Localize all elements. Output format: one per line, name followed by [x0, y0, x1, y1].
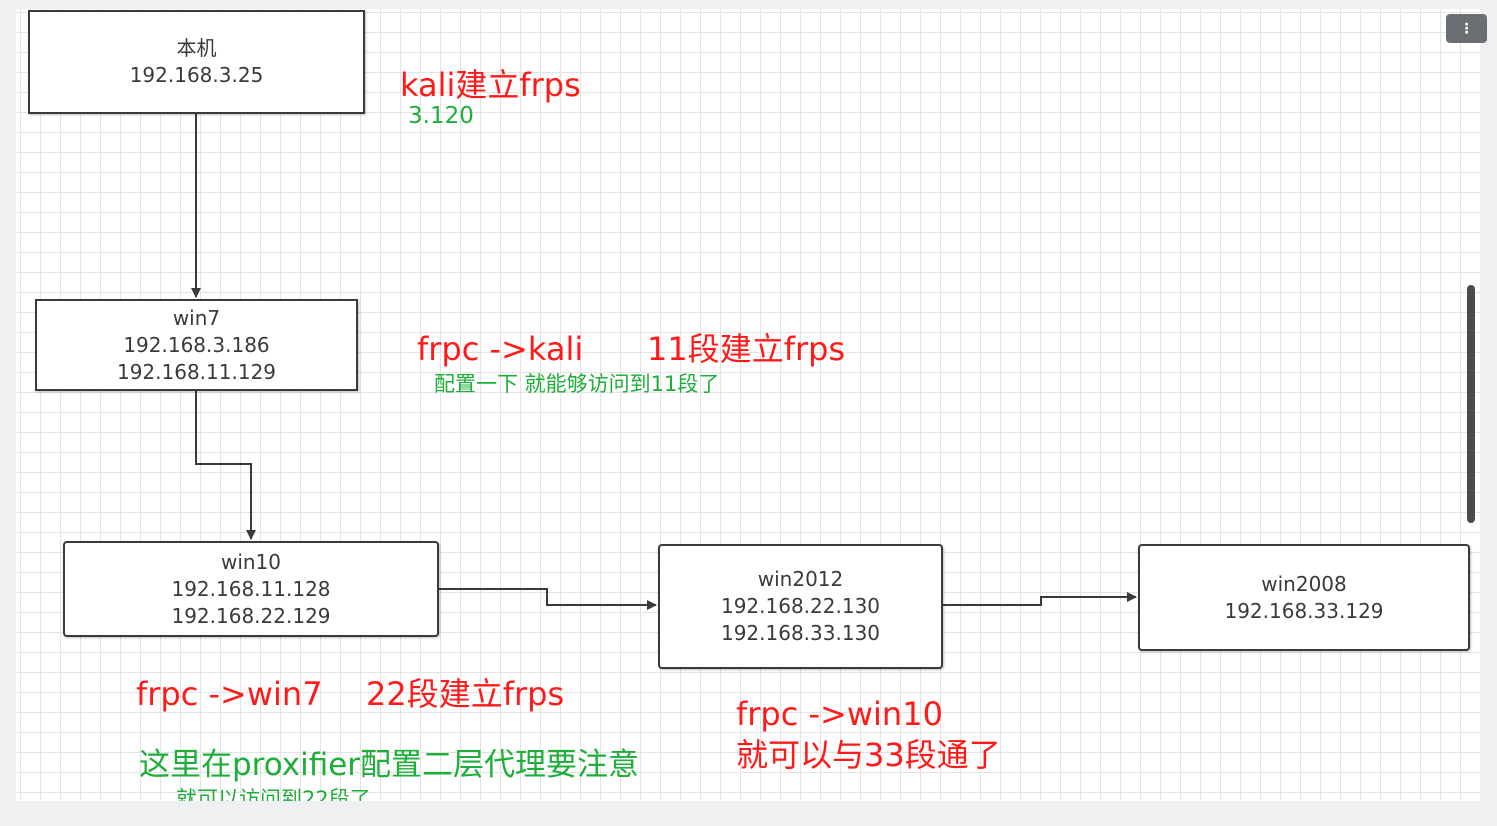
node-win10-ip-2: 192.168.22.129 [171, 603, 331, 628]
node-local-host-ip: 192.168.3.25 [129, 63, 264, 87]
note-frpc-win10: frpc ->win10 [736, 695, 943, 733]
node-win2008-name: win2008 [1261, 571, 1347, 596]
node-win10[interactable]: win10 192.168.11.128 192.168.22.129 [63, 541, 439, 637]
note-access-22: 就可以访问到22段了 [176, 787, 371, 801]
vertical-scrollbar[interactable] [1467, 285, 1475, 523]
more-vertical-icon: ⋮ [1459, 20, 1474, 37]
note-frpc-kali: frpc ->kali [417, 330, 584, 368]
node-win2012[interactable]: win2012 192.168.22.130 192.168.33.130 [658, 544, 943, 669]
node-win10-ip-1: 192.168.11.128 [171, 576, 331, 601]
note-config-11: 配置一下 就能够访问到11段了 [434, 372, 720, 396]
edge-win2012-to-win2008 [942, 592, 1137, 606]
connector-layer [191, 113, 1137, 610]
node-win7-ip-1: 192.168.3.186 [123, 332, 270, 357]
more-options-button[interactable]: ⋮ [1446, 14, 1487, 43]
node-win2012-ip-2: 192.168.33.130 [720, 621, 881, 645]
note-frpc-win7: frpc ->win7 [136, 675, 323, 713]
edge-win7-to-win10 [195, 391, 256, 540]
node-local-host[interactable]: 本机 192.168.3.25 [28, 10, 365, 114]
node-win2008[interactable]: win2008 192.168.33.129 [1138, 544, 1470, 651]
node-local-host-name: 本机 [176, 36, 217, 60]
node-win10-name: win10 [220, 549, 282, 574]
edge-win10-to-win2012 [438, 588, 657, 610]
node-win2012-ip-1: 192.168.22.130 [720, 594, 881, 618]
node-win7-name: win7 [172, 305, 221, 330]
node-win2012-name: win2012 [757, 567, 844, 591]
node-win7[interactable]: win7 192.168.3.186 192.168.11.129 [35, 299, 358, 391]
diagram-canvas: 本机 192.168.3.25 win7 192.168.3.186 192.1… [16, 9, 1480, 801]
node-win7-ip-2: 192.168.11.129 [116, 359, 277, 384]
node-win2008-ip: 192.168.33.129 [1224, 598, 1384, 623]
note-access-33: 就可以与33段通了 [736, 736, 1001, 774]
note-kali-ip: 3.120 [408, 103, 474, 129]
note-kali-frps: kali建立frps [400, 66, 581, 104]
note-proxifier: 这里在proxifier配置二层代理要注意 [139, 747, 640, 783]
note-seg22-frps: 22段建立frps [366, 675, 565, 713]
note-seg11-frps: 11段建立frps [647, 330, 846, 368]
